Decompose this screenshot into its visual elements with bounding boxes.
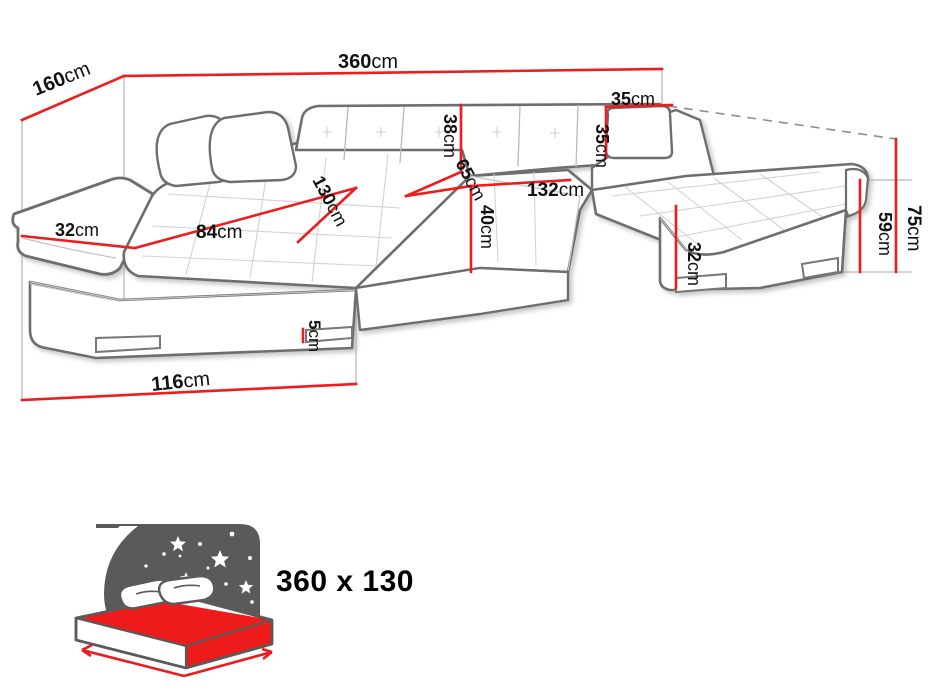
dimension-label-foot-height: 5cm xyxy=(305,320,324,352)
dimension-label-width-total: 360cm xyxy=(338,51,398,73)
dimline-360 xyxy=(122,67,664,78)
dimension-label-seat-height-right: 59cm xyxy=(875,212,895,256)
dimline-116 xyxy=(20,382,358,402)
dimline-84 xyxy=(133,186,358,250)
dimension-label-base-height-right: 32cm xyxy=(684,242,704,286)
dimension-label-pillow-width: 35cm xyxy=(611,89,655,109)
dimline-65 xyxy=(404,170,463,198)
dimension-label-seat-width-left: 84cm xyxy=(196,222,242,243)
dashed-perspective-line xyxy=(667,105,897,140)
bed-size-badge: 360 x 130 xyxy=(60,510,480,680)
dimline-132 xyxy=(469,178,572,188)
dimension-label-seat-width-right: 132cm xyxy=(527,180,584,201)
dimension-label-depth-front: 116cm xyxy=(150,368,211,396)
bed-size-label: 360 x 130 xyxy=(276,565,414,598)
bed-mattress-side xyxy=(186,620,272,668)
sofa-illustration xyxy=(11,102,870,360)
sofa-dimension-drawing: 160cm360cm35cm35cm38cm65cm130cm132cm40cm… xyxy=(11,51,924,402)
dimension-label-backrest-height: 38cm xyxy=(440,114,460,158)
bed-with-starry-night-icon xyxy=(74,524,274,678)
dimension-label-armrest-depth: 32cm xyxy=(55,220,99,240)
dimline-132-stub xyxy=(404,184,473,198)
dimension-label-pillow-height: 35cm xyxy=(592,124,612,168)
dimline-130 xyxy=(296,186,358,244)
dimension-label-total-height: 75cm xyxy=(903,205,924,251)
dimline-35-width xyxy=(604,103,674,109)
dimension-lines xyxy=(20,67,898,402)
bed-dimension-arrows xyxy=(81,643,273,678)
dimline-32-arm xyxy=(20,234,137,250)
pillow-right xyxy=(157,574,216,606)
dimension-label-seat-height-front: 40cm xyxy=(477,205,497,249)
dimline-160 xyxy=(20,74,126,122)
